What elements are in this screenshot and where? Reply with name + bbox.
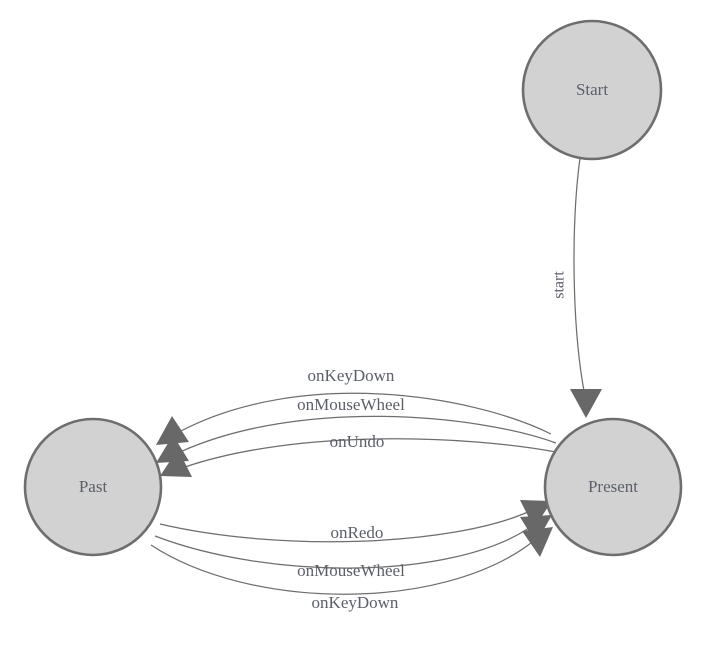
node-start-label: Start <box>576 80 608 99</box>
edge-label-present-past-undo: onUndo <box>330 432 385 451</box>
arrowhead-past-to-present-redo <box>520 500 552 528</box>
node-present-circle <box>543 417 683 557</box>
node-start[interactable]: Start <box>521 19 663 161</box>
edge-present-to-past-undo[interactable] <box>160 438 557 477</box>
edge-path-past-present-redo <box>159 511 529 543</box>
edge-label-past-present-mousewheel: onMouseWheel <box>297 561 405 580</box>
edge-present-to-past-keydown[interactable] <box>156 392 552 445</box>
edge-path-present-past-mousewheel <box>179 415 557 453</box>
node-present[interactable]: Present <box>543 417 683 557</box>
arrowhead-start-to-present <box>570 389 602 418</box>
arrowhead-past-to-present-keydown <box>522 527 553 557</box>
edge-past-to-present-mousewheel[interactable] <box>154 515 552 569</box>
edge-past-to-present-redo[interactable] <box>159 500 552 543</box>
edge-path-start <box>573 157 585 392</box>
edge-past-to-present-keydown[interactable] <box>150 527 553 595</box>
edge-start-to-present[interactable] <box>570 157 602 418</box>
arrowhead-present-to-past-undo <box>160 449 192 477</box>
arrowhead-past-to-present-mousewheel <box>520 515 552 543</box>
edge-label-past-present-keydown: onKeyDown <box>312 593 399 612</box>
edge-path-present-past-keydown <box>178 392 552 435</box>
edge-path-present-past-undo <box>184 438 557 468</box>
edge-label-present-past-mousewheel: onMouseWheel <box>297 395 405 414</box>
edge-path-past-present-mousewheel <box>154 527 530 569</box>
node-present-label: Present <box>588 477 638 496</box>
node-start-circle <box>521 19 663 161</box>
node-past-label: Past <box>79 477 108 496</box>
arrowhead-present-to-past-keydown <box>156 416 189 445</box>
edge-label-present-past-keydown: onKeyDown <box>308 366 395 385</box>
edge-label-past-present-redo: onRedo <box>331 523 384 542</box>
edge-path-past-present-keydown <box>150 542 532 595</box>
edge-label-start: start <box>551 271 568 299</box>
node-past[interactable]: Past <box>23 417 163 557</box>
node-past-circle <box>23 417 163 557</box>
